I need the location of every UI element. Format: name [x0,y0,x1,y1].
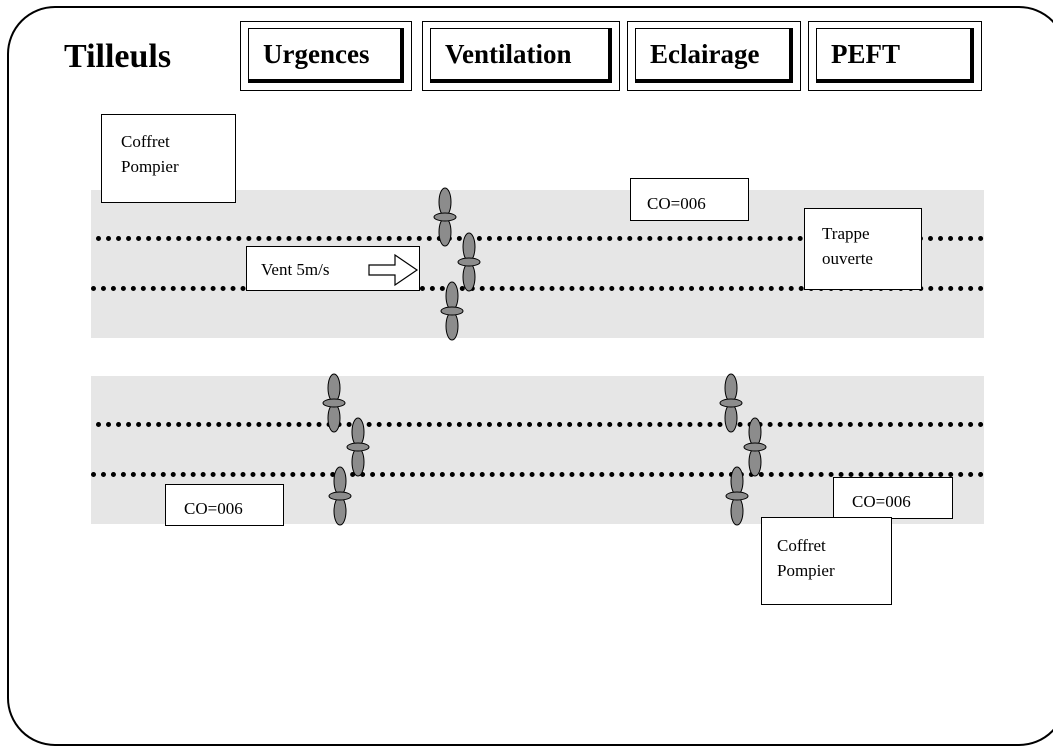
jet-fan-icon[interactable] [725,466,749,526]
wind-label: Vent 5m/s [261,260,330,279]
page-title: Tilleuls [64,38,172,75]
tab-peft[interactable]: PEFT [808,21,982,91]
tab-eclairage-label: Eclairage [635,28,793,83]
jet-fan-icon[interactable] [322,373,346,433]
lane-line [96,236,984,241]
co-sensor-bottom-right[interactable]: CO=006 [833,477,953,519]
jet-fan-icon[interactable] [433,187,457,247]
tab-ventilation[interactable]: Ventilation [422,21,620,91]
coffret-label-line1: Coffret [777,536,826,555]
co-sensor-value: CO=006 [647,194,706,213]
trappe-status[interactable]: Trappe ouverte [804,208,922,290]
co-sensor-value: CO=006 [852,492,911,511]
arrow-right-icon [368,253,419,287]
jet-fan-icon[interactable] [743,417,767,477]
co-sensor-top[interactable]: CO=006 [630,178,749,221]
jet-fan-icon[interactable] [328,466,352,526]
lane-line [91,472,984,477]
jet-fan-icon[interactable] [457,232,481,292]
jet-fan-icon[interactable] [719,373,743,433]
coffret-label-line2: Pompier [121,157,179,176]
co-sensor-value: CO=006 [184,499,243,518]
tab-eclairage[interactable]: Eclairage [627,21,801,91]
wind-indicator: Vent 5m/s [246,246,420,291]
tab-urgences[interactable]: Urgences [240,21,412,91]
jet-fan-icon[interactable] [440,281,464,341]
tab-peft-label: PEFT [816,28,974,83]
coffret-pompier-top[interactable]: Coffret Pompier [101,114,236,203]
coffret-pompier-bottom[interactable]: Coffret Pompier [761,517,892,605]
jet-fan-icon[interactable] [346,417,370,477]
tab-ventilation-label: Ventilation [430,28,612,83]
trappe-label-line1: Trappe [822,224,870,243]
co-sensor-bottom-left[interactable]: CO=006 [165,484,284,526]
lane-line [96,422,984,427]
trappe-label-line2: ouverte [822,249,873,268]
lane-line [91,286,984,291]
tab-urgences-label: Urgences [248,28,404,83]
coffret-label-line1: Coffret [121,132,170,151]
coffret-label-line2: Pompier [777,561,835,580]
